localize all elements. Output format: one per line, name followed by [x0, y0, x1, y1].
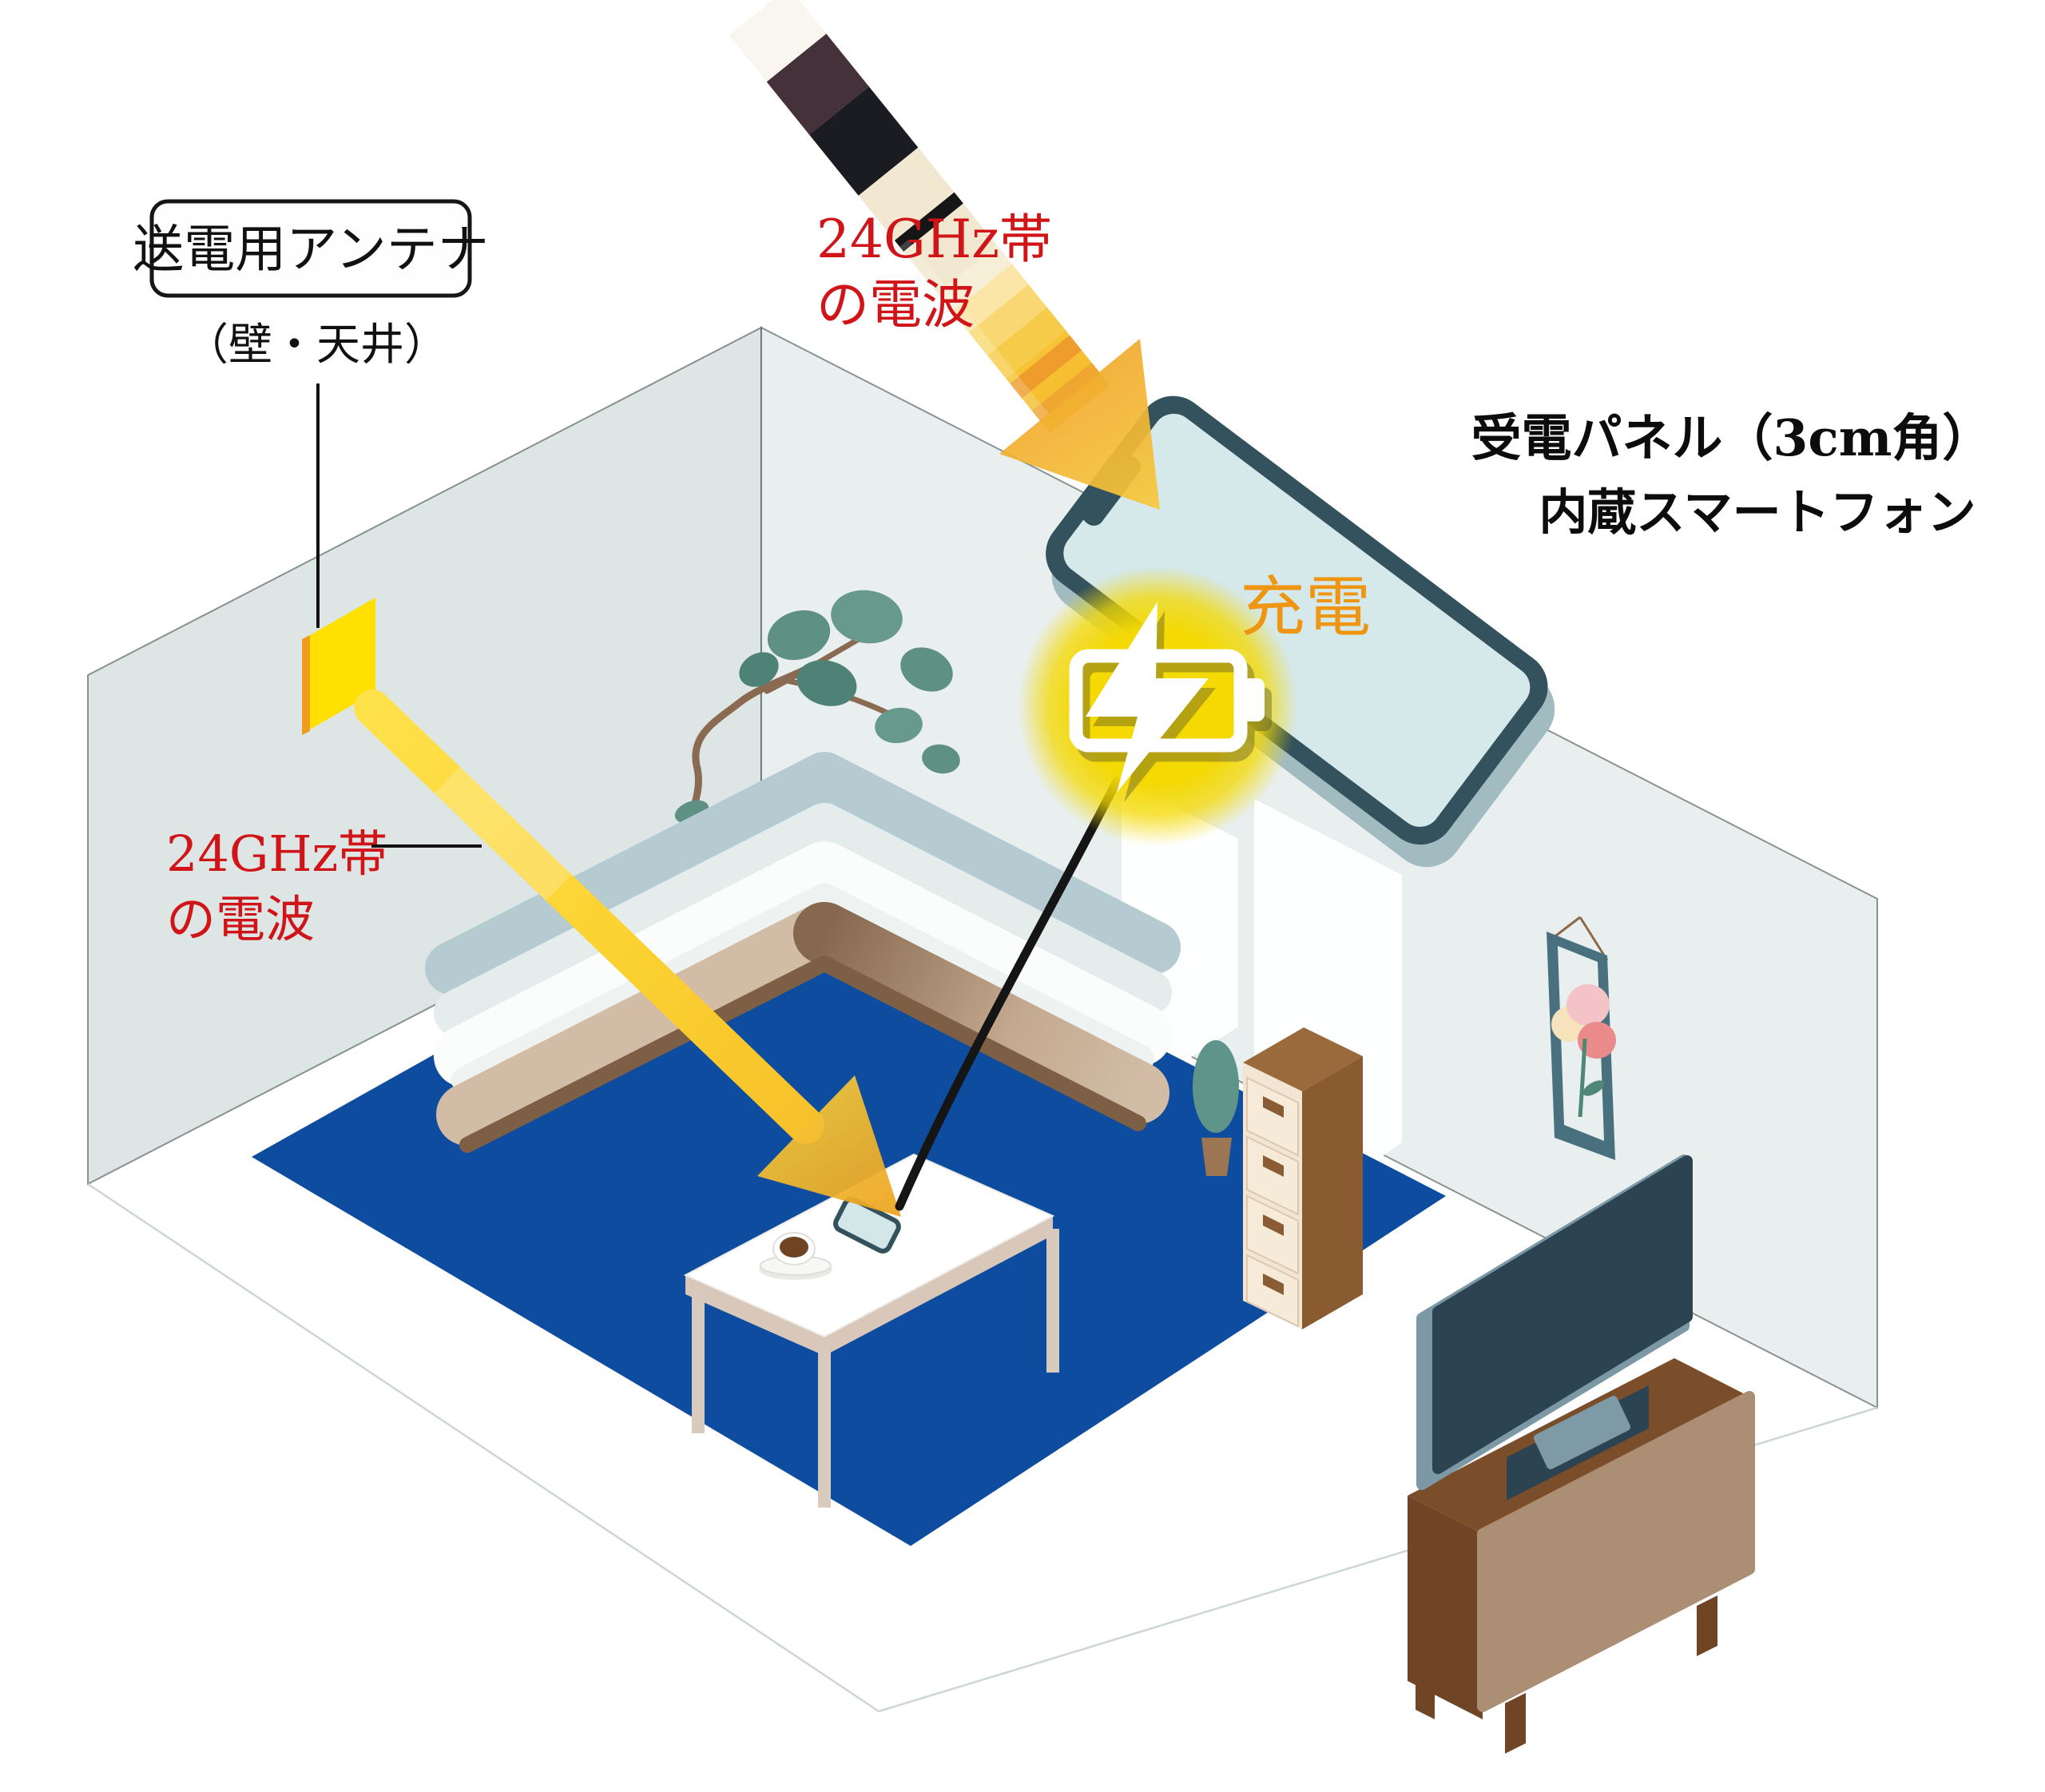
table-edge: [685, 1275, 824, 1356]
tv-stand-leg: [1697, 1595, 1717, 1656]
beam-shaft: [354, 689, 824, 1144]
table-smartphone-body: [833, 1197, 901, 1254]
wave-top-label-line2: の電波: [816, 274, 975, 336]
beam-arrow-icon: [757, 1075, 901, 1217]
table-edge: [824, 1216, 1053, 1356]
battery-charging-icon: [1069, 602, 1272, 802]
charging-smartphone: [1046, 395, 1555, 868]
tx-antenna-label: 送電用アンテナ: [133, 221, 488, 280]
wave-wall-label-line1: 24GHz帯: [166, 824, 387, 883]
tv-stand-leg: [1505, 1693, 1526, 1754]
sofa-base-shadow: [459, 956, 1146, 1153]
radio-wave-beam-wall: [354, 689, 901, 1217]
plant-leaves: [674, 590, 960, 824]
bush-foliage: [1193, 1040, 1239, 1133]
tv-stand-front: [1477, 1391, 1755, 1712]
phone-screen: [1063, 413, 1531, 827]
table-leg: [1046, 1229, 1059, 1373]
rx-panel-label-line2: 内蔵スマートフォン: [1539, 484, 1976, 541]
small-bush: [1193, 1040, 1239, 1176]
table-leg: [818, 1349, 831, 1508]
beam-highlight: [435, 766, 572, 901]
flower-leaf: [1582, 1080, 1605, 1096]
sofa-base-left: [436, 902, 856, 1146]
frame-string: [1552, 916, 1609, 961]
chest-side: [1302, 1056, 1363, 1329]
flower-petal: [1578, 1022, 1616, 1059]
bush-pot: [1201, 1138, 1232, 1176]
tv: [1416, 1154, 1693, 1500]
charge-leader-line: [895, 777, 1122, 1211]
flower-stem: [1578, 1038, 1587, 1118]
coffee: [780, 1237, 808, 1258]
table-leg: [692, 1288, 705, 1433]
chest-top: [1243, 1027, 1363, 1091]
wave-wall-label-line2: の電波: [166, 890, 315, 948]
lightning-bolt-icon: [1086, 602, 1209, 793]
beam-arrow-icon: [999, 339, 1160, 510]
flower-petal: [1567, 984, 1610, 1026]
tx-antenna-location-label: （壁・天井）: [185, 319, 448, 370]
battery-terminal: [1241, 678, 1265, 721]
table-smartphone: [833, 1197, 901, 1254]
drawer-handles: [1263, 1096, 1284, 1295]
picture-frame: [1547, 916, 1616, 1160]
drawer-chest: [1243, 1027, 1363, 1329]
tv-pedestal: [1534, 1396, 1630, 1469]
tv-stand-side: [1408, 1496, 1483, 1719]
antenna-panel-edge: [302, 635, 310, 735]
sofa-backrest-inner: [434, 803, 1172, 1036]
tv-stand-leg: [1416, 1678, 1435, 1719]
text-labels: 送電用アンテナ （壁・天井） 24GHz帯 の電波 24GHz帯 の電波 受電パ…: [133, 199, 1993, 948]
wave-top-label-line1: 24GHz帯: [816, 209, 1052, 270]
sofa-base-right: [793, 902, 1169, 1124]
charging-label: 充電: [1240, 570, 1371, 646]
sofa-seat-front: [451, 883, 1154, 1094]
chest-drawers: [1246, 1076, 1299, 1328]
tx-antenna-label-box: [149, 199, 472, 298]
sofa-seat: [434, 841, 1172, 1087]
radio-wave-beam-top: [729, 0, 1160, 510]
rx-panel-label-line1: 受電パネル（3cm角）: [1471, 408, 1993, 467]
tv-screen: [1432, 1155, 1693, 1474]
